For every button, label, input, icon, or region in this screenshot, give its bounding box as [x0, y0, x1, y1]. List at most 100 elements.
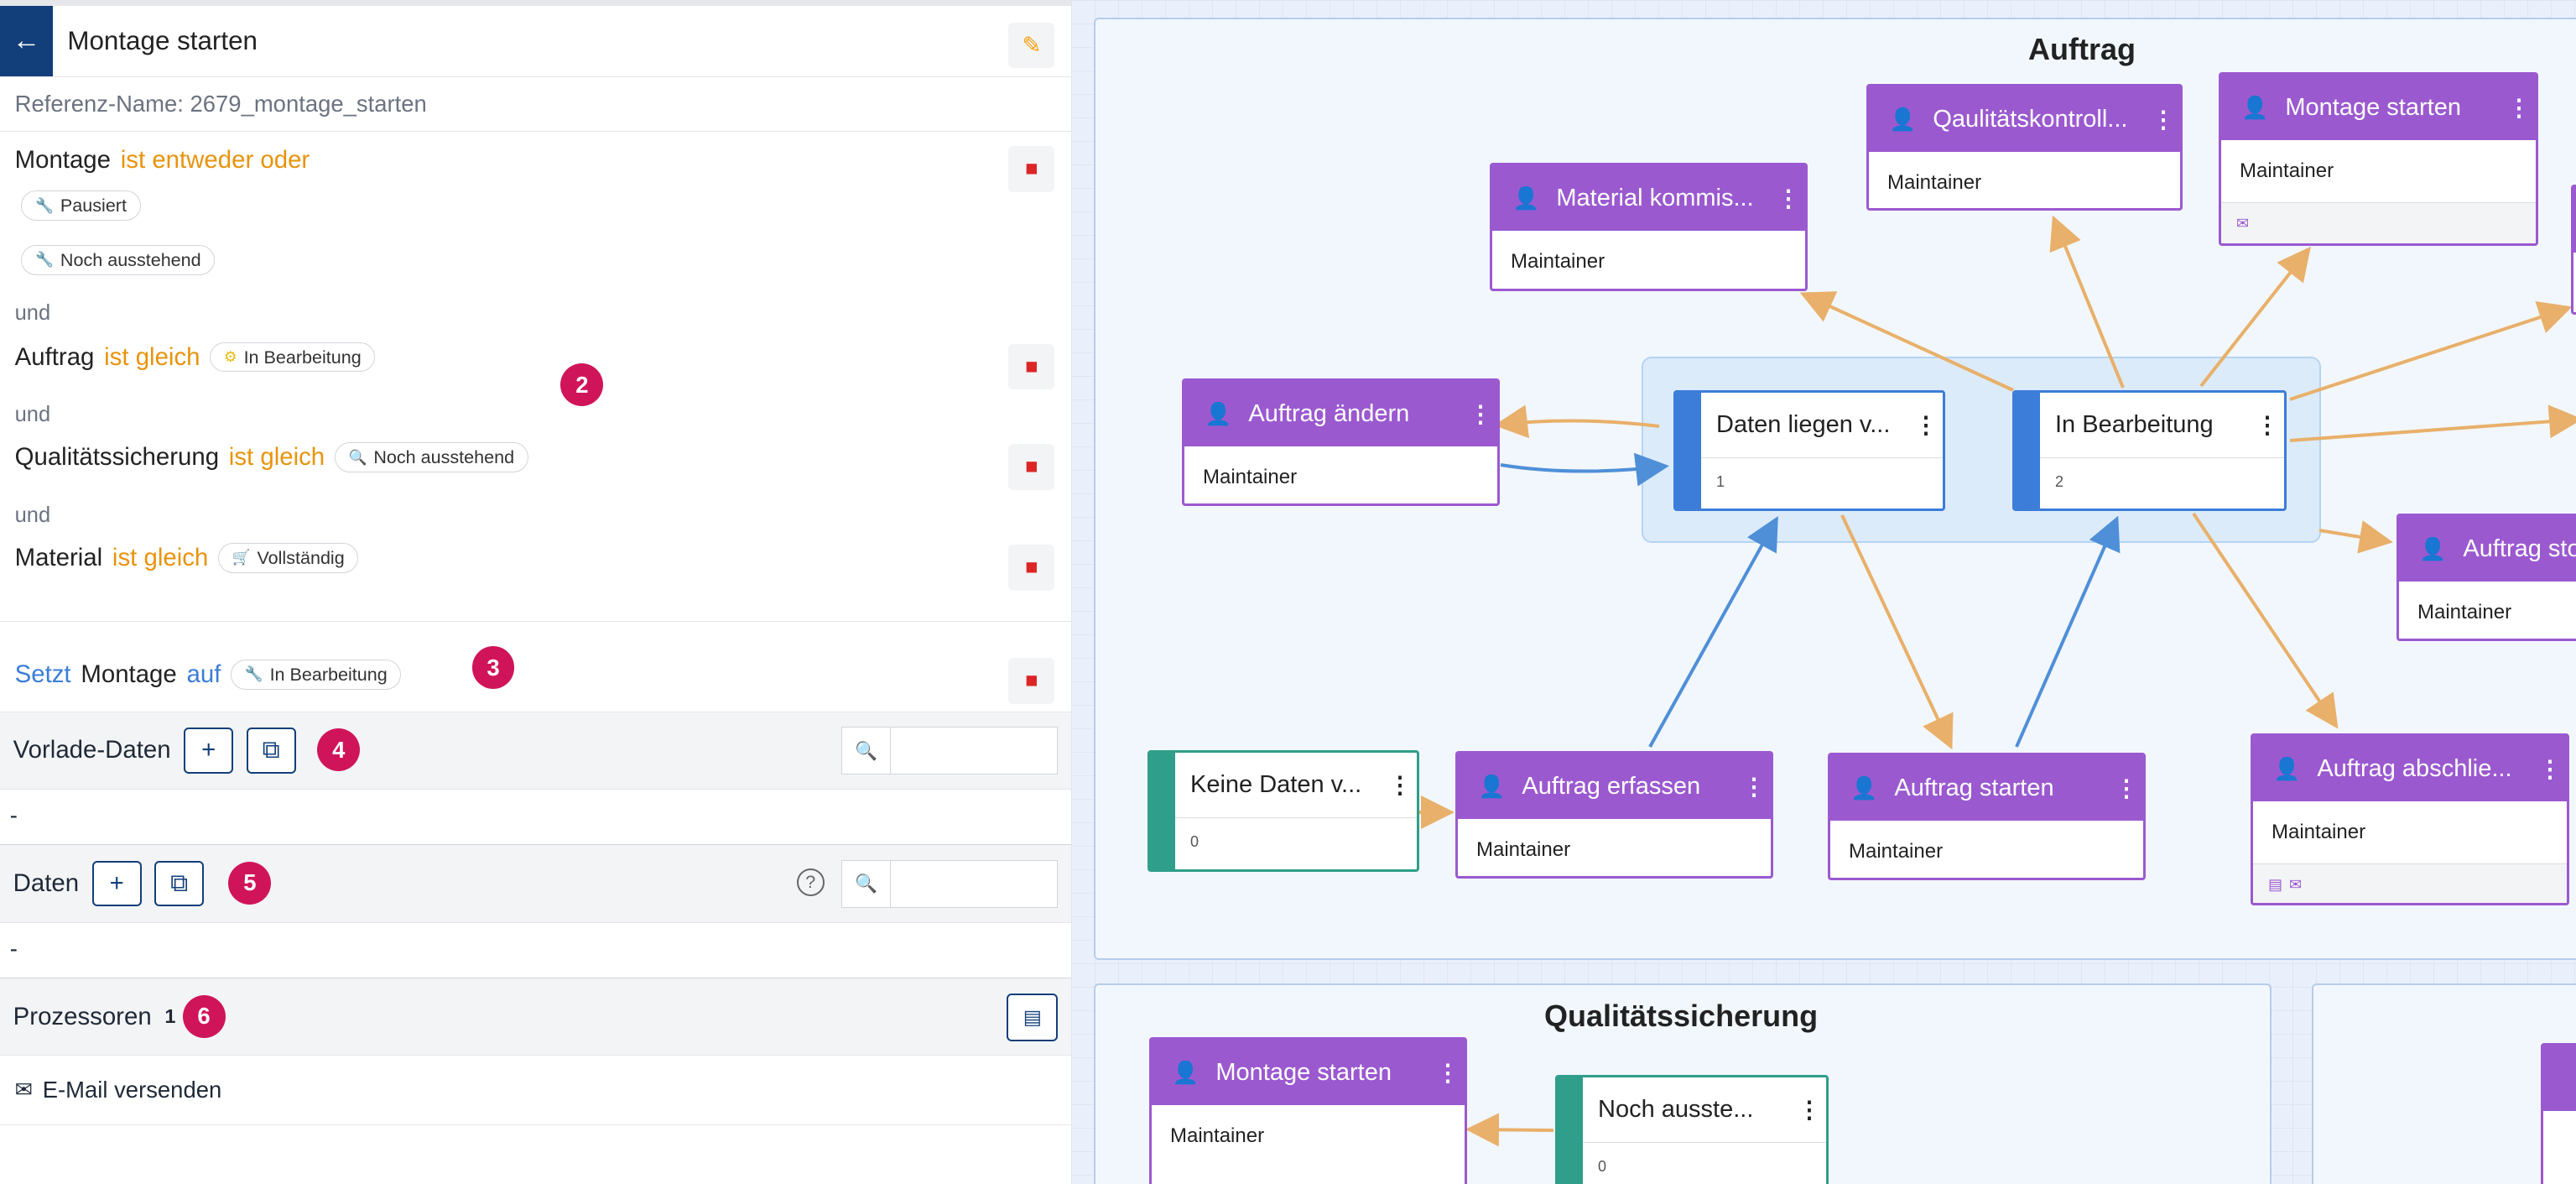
edge [1465, 1113, 1554, 1147]
condition-operator[interactable]: ist gleich [112, 543, 209, 571]
add-multiple-button[interactable]: ⧉ [246, 727, 296, 774]
state-number: 0 [1598, 1158, 1607, 1175]
add-multiple-button[interactable]: ⧉ [154, 860, 205, 907]
envelope-icon: ✉ [14, 1077, 33, 1102]
table-view-button[interactable]: ▤ [1007, 993, 1059, 1041]
action-node-material-kommissionieren[interactable]: 👤Material kommis...⋮ Maintainer [1490, 163, 1808, 291]
search-icon: 🔍 [842, 861, 892, 907]
node-role: Maintainer [1511, 250, 1605, 273]
delete-condition-button[interactable]: ■ [1008, 146, 1055, 193]
status-chip[interactable]: 🔍Noch ausstehend [334, 442, 528, 473]
condition-operator[interactable]: ist gleich [228, 443, 325, 472]
action-node-partial[interactable] [2571, 185, 2576, 315]
library-add-icon: ⧉ [262, 736, 280, 764]
condition-operator[interactable]: ist gleich [104, 342, 200, 371]
conditions-section: Montage ist entweder oder ■ 🔧Pausiert 🔧N… [0, 132, 1071, 622]
state-node-in-bearbeitung[interactable]: In Bearbeitung⋮ 2 [2012, 390, 2287, 511]
more-icon[interactable]: ⋮ [1388, 772, 1412, 798]
node-footer: ▤✉ [2253, 863, 2567, 903]
more-icon[interactable]: ⋮ [1914, 412, 1938, 438]
action-node-auftrag-starten[interactable]: 👤Auftrag starten⋮ Maintainer [1828, 753, 2146, 880]
more-icon[interactable]: ⋮ [1798, 1097, 1821, 1123]
condition-row: Auftrag ist gleich ⚙In Bearbeitung [15, 342, 376, 373]
more-icon[interactable]: ⋮ [1742, 773, 1766, 800]
condition-operator[interactable]: ist entweder oder [120, 146, 310, 175]
search-input[interactable] [891, 728, 1058, 775]
template-data-search[interactable]: 🔍 [840, 727, 1059, 775]
state-node-keine-daten[interactable]: Keine Daten v...⋮ 0 [1147, 750, 1419, 872]
workflow-canvas[interactable]: Auftrag Qualitätssicherung � [1071, 0, 2576, 1184]
delete-condition-button[interactable]: ■ [1008, 343, 1055, 390]
action-node-montage-starten[interactable]: 👤Montage starten⋮ Maintainer ✉ [2219, 72, 2538, 246]
action-node-auftrag-erfassen[interactable]: 👤Auftrag erfassen⋮ Maintainer [1455, 751, 1773, 879]
node-role: Maintainer [2417, 601, 2512, 623]
processor-item[interactable]: ✉ E-Mail versenden [0, 1056, 1071, 1125]
data-search[interactable]: 🔍 [840, 860, 1059, 908]
edge [2289, 300, 2573, 401]
edge [1648, 516, 1778, 748]
node-role: Maintainer [1849, 840, 1944, 863]
status-chip[interactable]: 🔧Pausiert [21, 190, 141, 222]
more-icon[interactable]: ⋮ [2115, 775, 2138, 801]
delete-condition-button[interactable]: ■ [1008, 444, 1055, 491]
processor-label: E-Mail versenden [42, 1076, 222, 1103]
state-label: Noch ausste... [1598, 1096, 1754, 1123]
gear-icon: ⚙ [223, 348, 237, 366]
condition-row: Material ist gleich 🛒Vollständig [15, 542, 359, 573]
state-stripe [2015, 393, 2040, 509]
state-label: In Bearbeitung [2055, 411, 2214, 438]
edge [1840, 514, 1954, 750]
node-role: Maintainer [1476, 838, 1571, 861]
delete-condition-button[interactable]: ■ [1008, 544, 1055, 591]
more-icon[interactable]: ⋮ [2507, 94, 2531, 121]
more-icon[interactable]: ⋮ [2256, 412, 2279, 438]
search-input[interactable] [891, 861, 1058, 907]
help-icon[interactable]: ? [796, 868, 825, 897]
more-icon[interactable]: ⋮ [2152, 106, 2175, 133]
data-section: Daten + ⧉ 5 ? 🔍 [0, 845, 1071, 923]
action-node-qualitaetskontrolle[interactable]: 👤Qaulitätskontroll...⋮ Maintainer [1866, 84, 2183, 211]
status-chip[interactable]: 🛒Vollständig [218, 542, 359, 573]
person-icon: 👤 [2241, 94, 2269, 120]
template-data-section: Vorlade-Daten + ⧉ 4 🔍 [0, 712, 1071, 790]
node-label: Auftrag sto [2463, 535, 2576, 562]
more-icon[interactable]: ⋮ [2538, 755, 2562, 782]
trash-icon: ■ [1025, 668, 1038, 692]
annotation-badge: 5 [228, 861, 272, 905]
edge [2192, 512, 2339, 729]
person-icon: 👤 [1478, 773, 1506, 799]
status-chip[interactable]: ⚙In Bearbeitung [210, 342, 376, 373]
action-node-auftrag-aendern[interactable]: 👤Auftrag ändern⋮ Maintainer [1182, 378, 1500, 506]
node-footer: ✉ [2221, 202, 2536, 243]
edit-button[interactable]: ✎ [1008, 22, 1055, 69]
delete-action-button[interactable]: ■ [1008, 657, 1055, 704]
status-chip[interactable]: 🔧Noch ausstehend [21, 245, 216, 275]
node-label: Auftrag abschlie... [2317, 754, 2512, 782]
action-node-auftrag-stornieren[interactable]: 👤Auftrag sto Maintainer [2396, 514, 2576, 641]
node-role: Maintainer [2240, 159, 2334, 182]
annotation-badge: 3 [471, 646, 515, 690]
action-subject: Montage [81, 660, 177, 688]
more-icon[interactable]: ⋮ [1777, 185, 1800, 211]
back-button[interactable]: ← [0, 5, 53, 77]
action-node-montage-starten-qs[interactable]: 👤Montage starten⋮ Maintainer [1149, 1037, 1467, 1184]
more-icon[interactable]: ⋮ [1436, 1059, 1460, 1086]
state-node-daten-liegen-vor[interactable]: Daten liegen v...⋮ 1 [1673, 390, 1945, 511]
more-icon[interactable]: ⋮ [1469, 400, 1492, 427]
node-role: Maintainer [1170, 1124, 1265, 1147]
action-preposition: auf [186, 660, 221, 688]
action-section: Setzt Montage auf 🔧In Bearbeitung 3 ■ [0, 622, 1071, 712]
section-label: Prozessoren [13, 1002, 152, 1030]
trash-icon: ■ [1025, 157, 1038, 181]
add-template-data-button[interactable]: + [184, 727, 234, 774]
action-node-auftrag-abschliessen[interactable]: 👤Auftrag abschlie...⋮ Maintainer ▤✉ [2251, 733, 2569, 905]
wrench-icon: 🔧 [35, 251, 55, 269]
add-data-button[interactable]: + [91, 860, 142, 907]
action-node-partial[interactable] [2541, 1043, 2576, 1184]
arrow-left-icon: ← [12, 25, 41, 57]
state-label: Daten liegen v... [1716, 411, 1891, 438]
chip-label: In Bearbeitung [269, 663, 388, 685]
state-node-noch-ausstehend[interactable]: Noch ausste... ⋮ 0 [1555, 1075, 1829, 1184]
state-label: Keine Daten v... [1190, 771, 1362, 798]
status-chip[interactable]: 🔧In Bearbeitung [231, 659, 402, 690]
